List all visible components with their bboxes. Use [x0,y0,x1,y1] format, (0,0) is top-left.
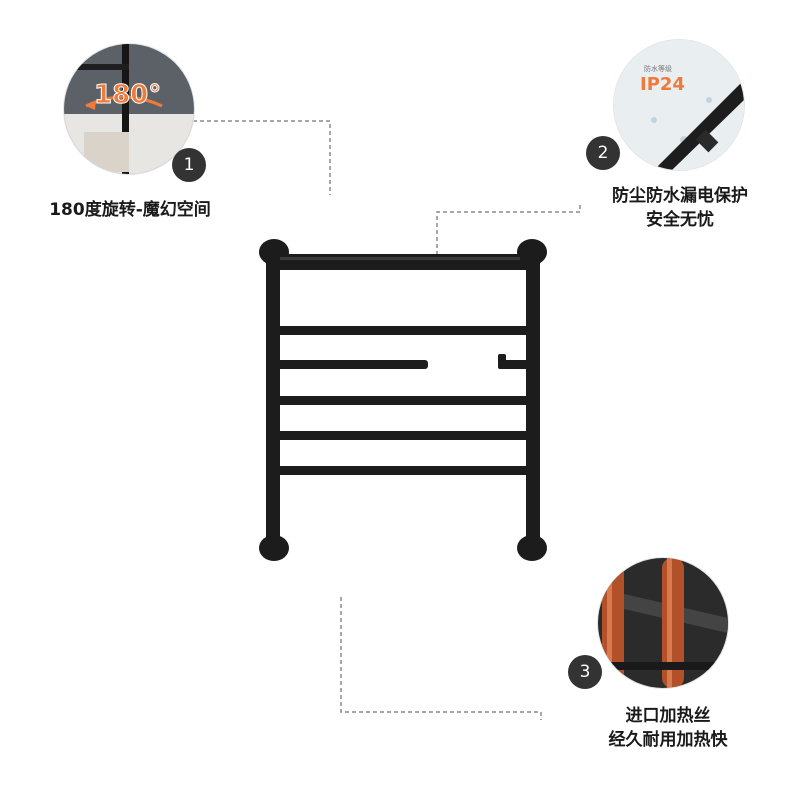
rotation-label: 180° [93,80,162,111]
rail-3 [276,396,530,405]
feature-2-caption-line-2: 安全无忧 [646,210,714,230]
rail-2-hook [498,354,506,369]
rail-2-left [276,360,428,369]
ip-rating-label: IP24 [640,74,685,95]
connector-line-2 [436,205,581,272]
feature-1-caption-line-1: 180度旋转-魔幻空间 [49,200,211,220]
rail-1 [276,326,530,335]
feature-2-number-badge: 2 [586,136,620,170]
connector-line-3 [340,597,542,720]
ip-rating-title: 防水等级 [644,65,672,73]
feature-3-detail-image [598,558,728,688]
towel-rack-image [259,239,547,561]
feature-3-caption-line-1: 进口加热丝 [625,706,711,726]
connector-line-1 [193,120,331,195]
feature-1-caption: 180度旋转-魔幻空间 [30,198,230,222]
post-right [526,250,540,550]
feature-3-caption-line-2: 经久耐用加热快 [608,730,728,750]
rail-5 [276,466,530,475]
feature-2-detail-image: 防水等级 IP24 [614,40,744,170]
feature-3-caption: 进口加热丝 经久耐用加热快 [568,704,768,752]
feature-2-caption: 防尘防水漏电保护 安全无忧 [580,184,780,232]
post-left [266,250,280,550]
feature-1-number-badge: 1 [172,148,206,182]
feature-2-caption-line-1: 防尘防水漏电保护 [612,186,748,206]
top-bar [274,254,530,270]
rail-4 [276,431,530,440]
feature-3-number-badge: 3 [568,655,602,689]
